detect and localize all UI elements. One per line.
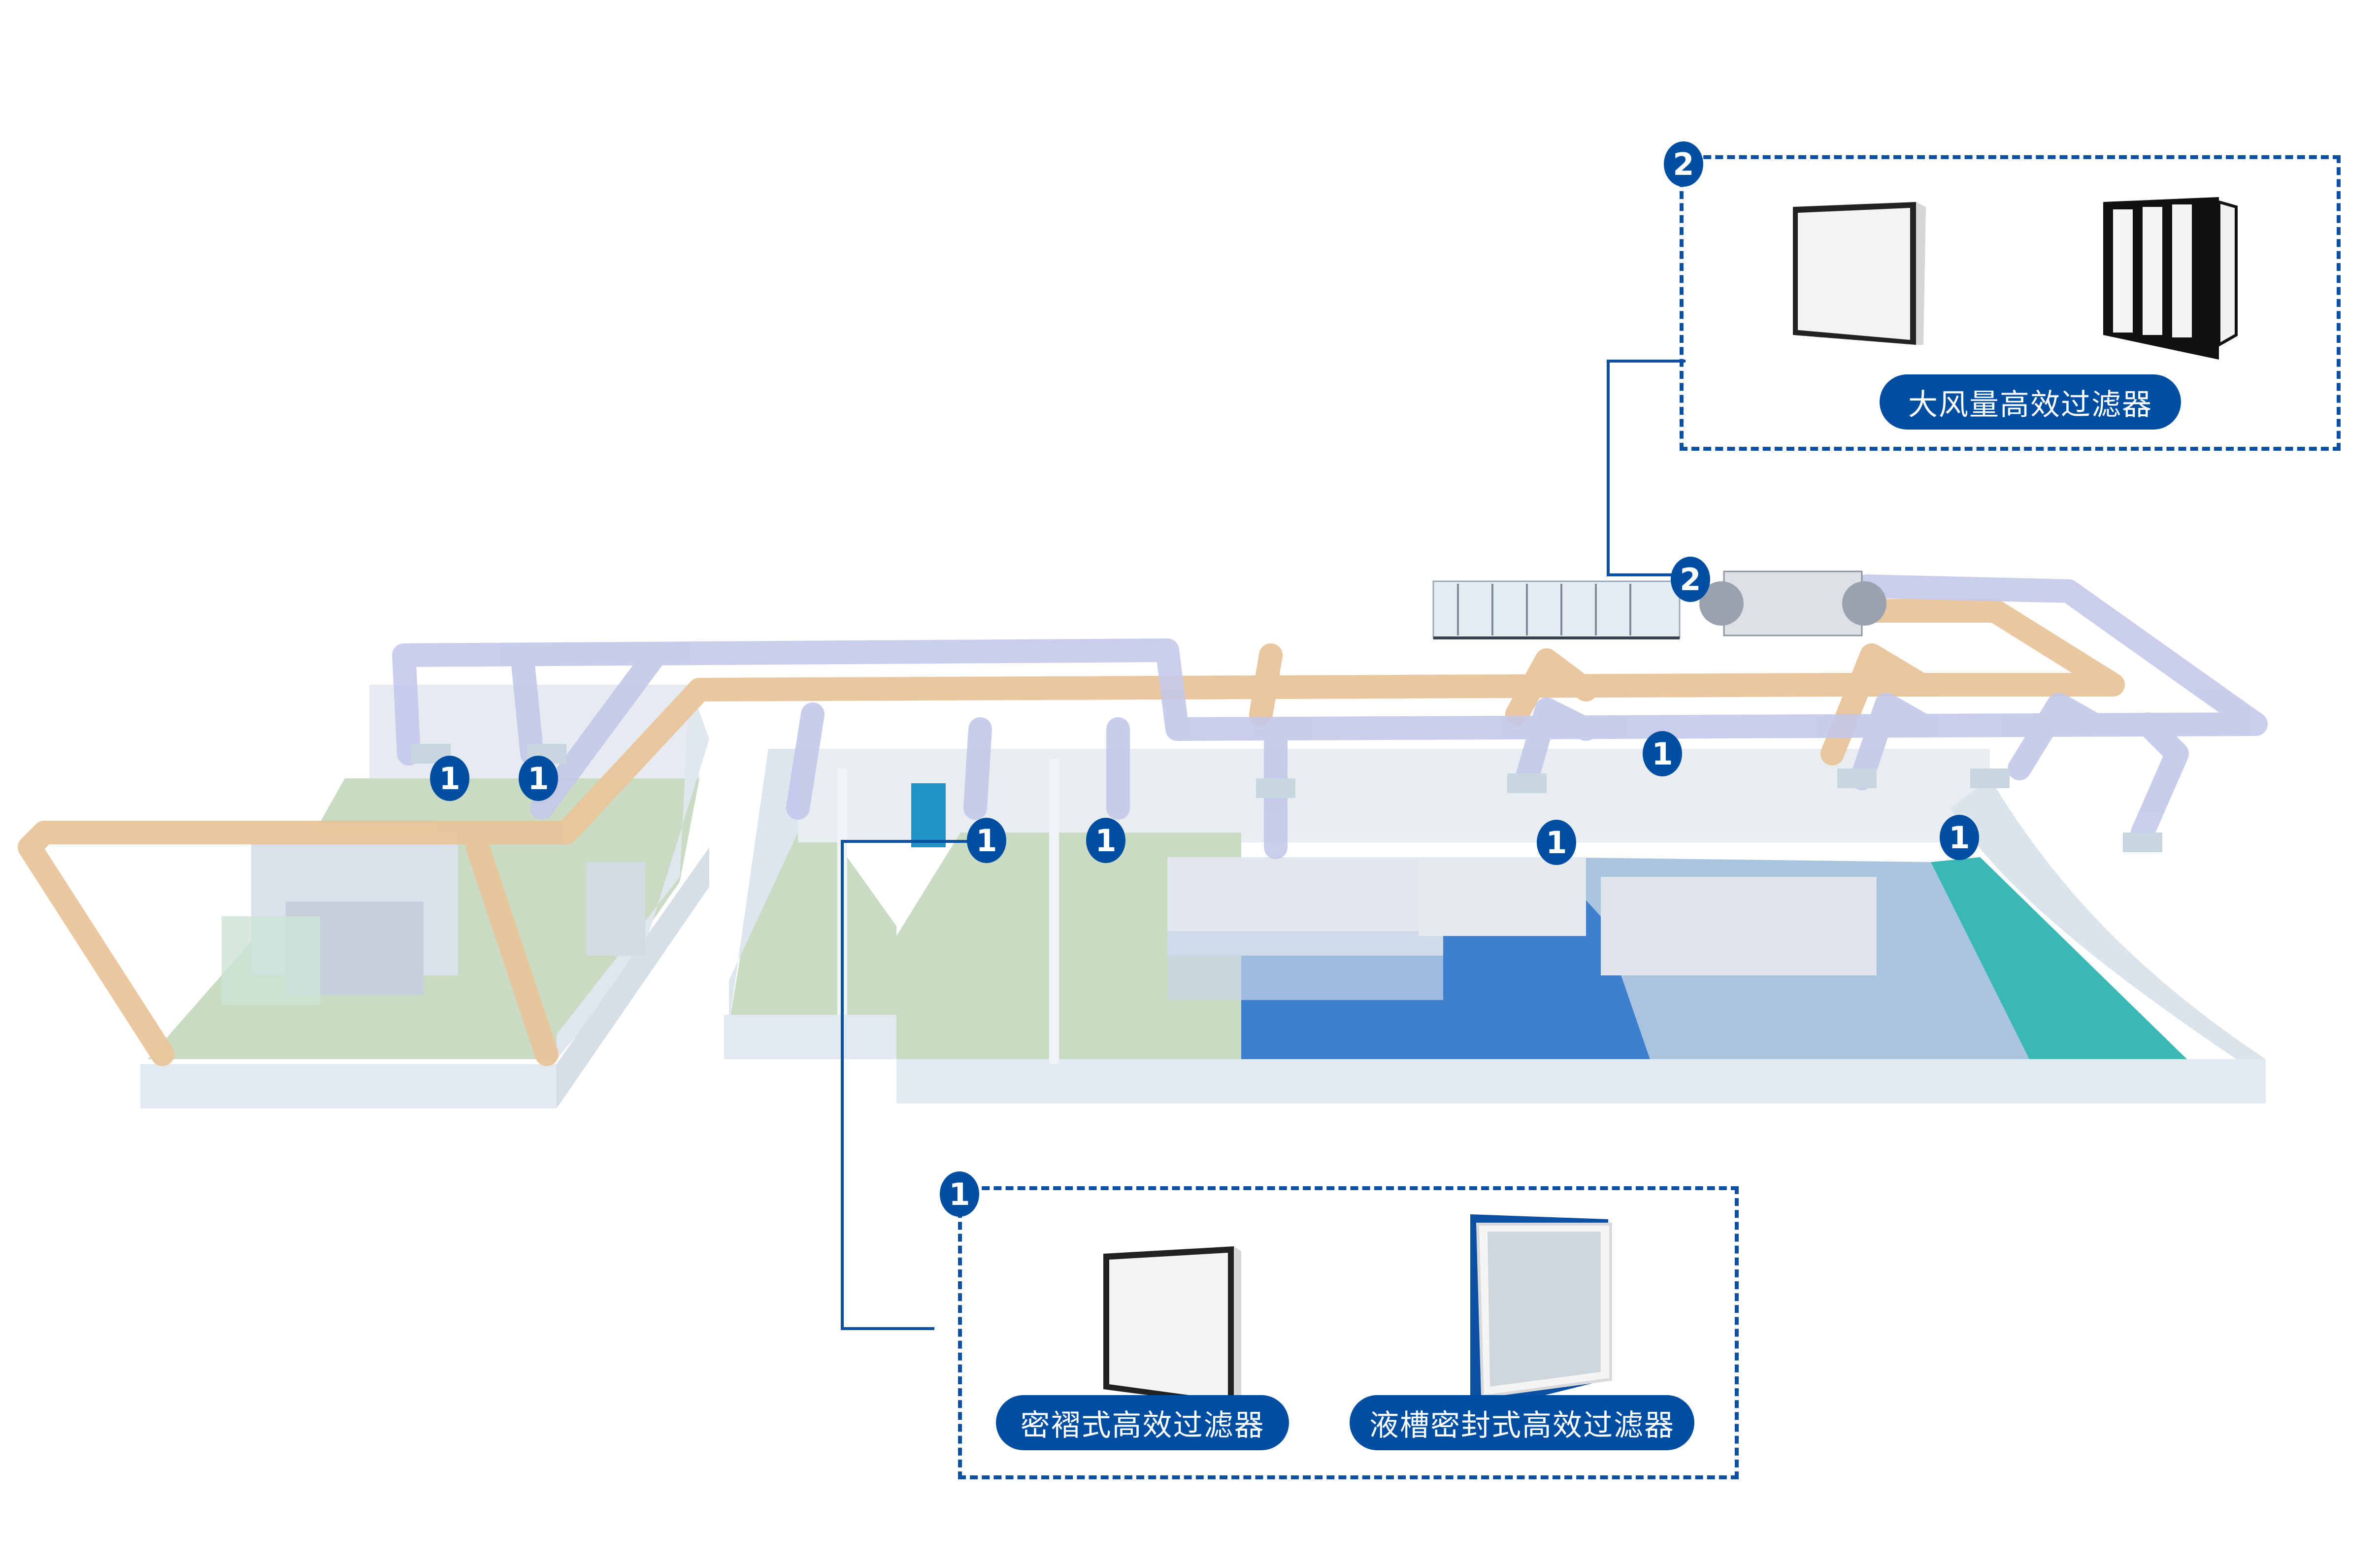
hepa-box (1970, 768, 2010, 788)
callout-badge-2: 2 (1664, 141, 1703, 187)
supply-duct-room-7 (2008, 693, 2105, 780)
scene-marker-1[interactable]: 1 (967, 818, 1006, 863)
partition-2 (1049, 759, 1059, 1064)
corridor-floor-green (896, 833, 1241, 1059)
box-type-hepa-filter-image (1793, 202, 1926, 345)
supply-duct-main (392, 574, 2268, 766)
supply-duct-room-5 (1515, 698, 1598, 790)
callout-badge-1: 1 (940, 1171, 979, 1217)
scene-marker-1[interactable]: 1 (1643, 731, 1682, 776)
leader-line-1-vertical (841, 840, 844, 1330)
v-bank-hepa-filter-image (2103, 197, 2238, 360)
product-label-high-airflow-hepa: 大风量高效过滤器 (1880, 374, 2181, 430)
scene-marker-1[interactable]: 1 (430, 756, 469, 801)
partition-wall (222, 916, 320, 1005)
hepa-box (1256, 778, 1295, 798)
ahu-body (1432, 580, 1681, 639)
housing-flange-left (1699, 581, 1744, 626)
return-duct-left-loop (18, 673, 1854, 1066)
gel-seal-hepa-filter-image (1470, 1214, 1612, 1414)
curved-wall (1950, 778, 2266, 1059)
lyophilizer-unit (1419, 857, 1586, 936)
leader-line-2-foot (1607, 573, 1676, 576)
scene-marker-1[interactable]: 1 (1086, 818, 1125, 863)
supply-duct-room-8 (2131, 712, 2189, 844)
hepa-box (2123, 833, 2162, 852)
anteroom-back-wall (729, 749, 798, 1025)
product-label-gel-seal-hepa: 液槽密封式高效过滤器 (1350, 1395, 1694, 1450)
hepa-box-housing-unit (1699, 570, 1886, 636)
callout-box-2 (1680, 155, 2341, 451)
return-duct-left-drop (466, 835, 559, 1066)
air-handling-unit (1432, 580, 1681, 639)
front-wall (896, 1059, 2266, 1103)
door-1 (911, 783, 946, 847)
left-block-side-wall (557, 847, 709, 1108)
anteroom-front-wall (724, 1015, 901, 1059)
leader-line-2-horizontal (1607, 360, 1686, 363)
return-duct-right (1830, 599, 2125, 697)
hepa-box (1507, 773, 1547, 793)
ahu-base (1433, 636, 1680, 639)
supply-duct-left-3 (530, 643, 667, 820)
leader-line-1-bottom (841, 1327, 934, 1330)
housing-body (1723, 570, 1863, 636)
workbench (586, 862, 645, 956)
callout-box-1 (958, 1186, 1739, 1479)
washing-machine (1601, 877, 1877, 975)
leader-line-2-vertical (1607, 360, 1610, 576)
supply-duct-room-1 (786, 702, 825, 820)
corridor-floor-teal (1931, 857, 2187, 1059)
hepa-terminal-boxes (411, 744, 2162, 852)
scene-marker-1[interactable]: 1 (1940, 815, 1979, 860)
housing-flange-right (1842, 581, 1886, 626)
scene-marker-1[interactable]: 1 (519, 756, 558, 801)
left-block-right-wall (557, 685, 709, 1059)
return-duct-drop-4 (1505, 648, 1598, 726)
left-block-front-wall (140, 1064, 557, 1108)
scene-marker-1[interactable]: 1 (1537, 820, 1576, 865)
main-cleanroom-block (724, 749, 2266, 1103)
supply-duct-room-6 (1850, 693, 1933, 790)
leader-line-1-top (841, 840, 969, 843)
filling-line-curtain (1167, 931, 1443, 1000)
mini-pleat-hepa-filter-image (1103, 1246, 1241, 1406)
return-duct-drop-3 (1249, 643, 1283, 726)
supply-air-ducts (392, 574, 2268, 859)
hepa-box (1837, 768, 1877, 788)
supply-duct-room-2 (963, 717, 992, 820)
supply-duct-left-2 (510, 643, 544, 766)
product-label-mini-pleat-hepa: 密褶式高效过滤器 (996, 1395, 1289, 1450)
scene-marker-2[interactable]: 2 (1671, 557, 1710, 602)
